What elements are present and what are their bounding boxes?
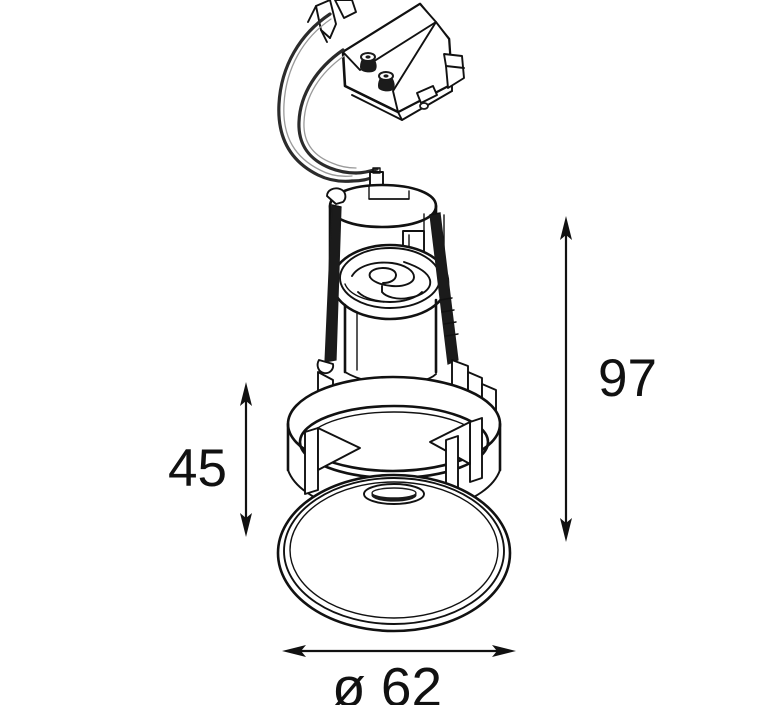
contact-pin-2 [378, 71, 395, 92]
dimension-62-label: ø 62 [332, 656, 442, 705]
dimension-62-arrow-right [492, 645, 516, 657]
lamp-housing [328, 167, 450, 385]
dimension-97-arrow-bottom [560, 518, 572, 542]
contact-pin-1 [360, 52, 377, 73]
dimension-45-label: 45 [168, 439, 227, 498]
dimension-diameter-62: ø 62 [282, 645, 516, 705]
dimension-97: 97 [560, 216, 657, 542]
dimension-45: 45 [168, 382, 252, 537]
lamp-socket [330, 243, 450, 321]
dimension-62-arrow-left [282, 645, 306, 657]
retaining-clips [304, 417, 483, 495]
dimension-45-arrow-bottom [240, 513, 252, 537]
dimension-97-label: 97 [598, 349, 657, 408]
dimension-97-arrow-top [560, 216, 572, 240]
dimension-45-arrow-top [240, 382, 252, 406]
front-aperture [276, 473, 512, 633]
track-adapter [307, 0, 465, 121]
